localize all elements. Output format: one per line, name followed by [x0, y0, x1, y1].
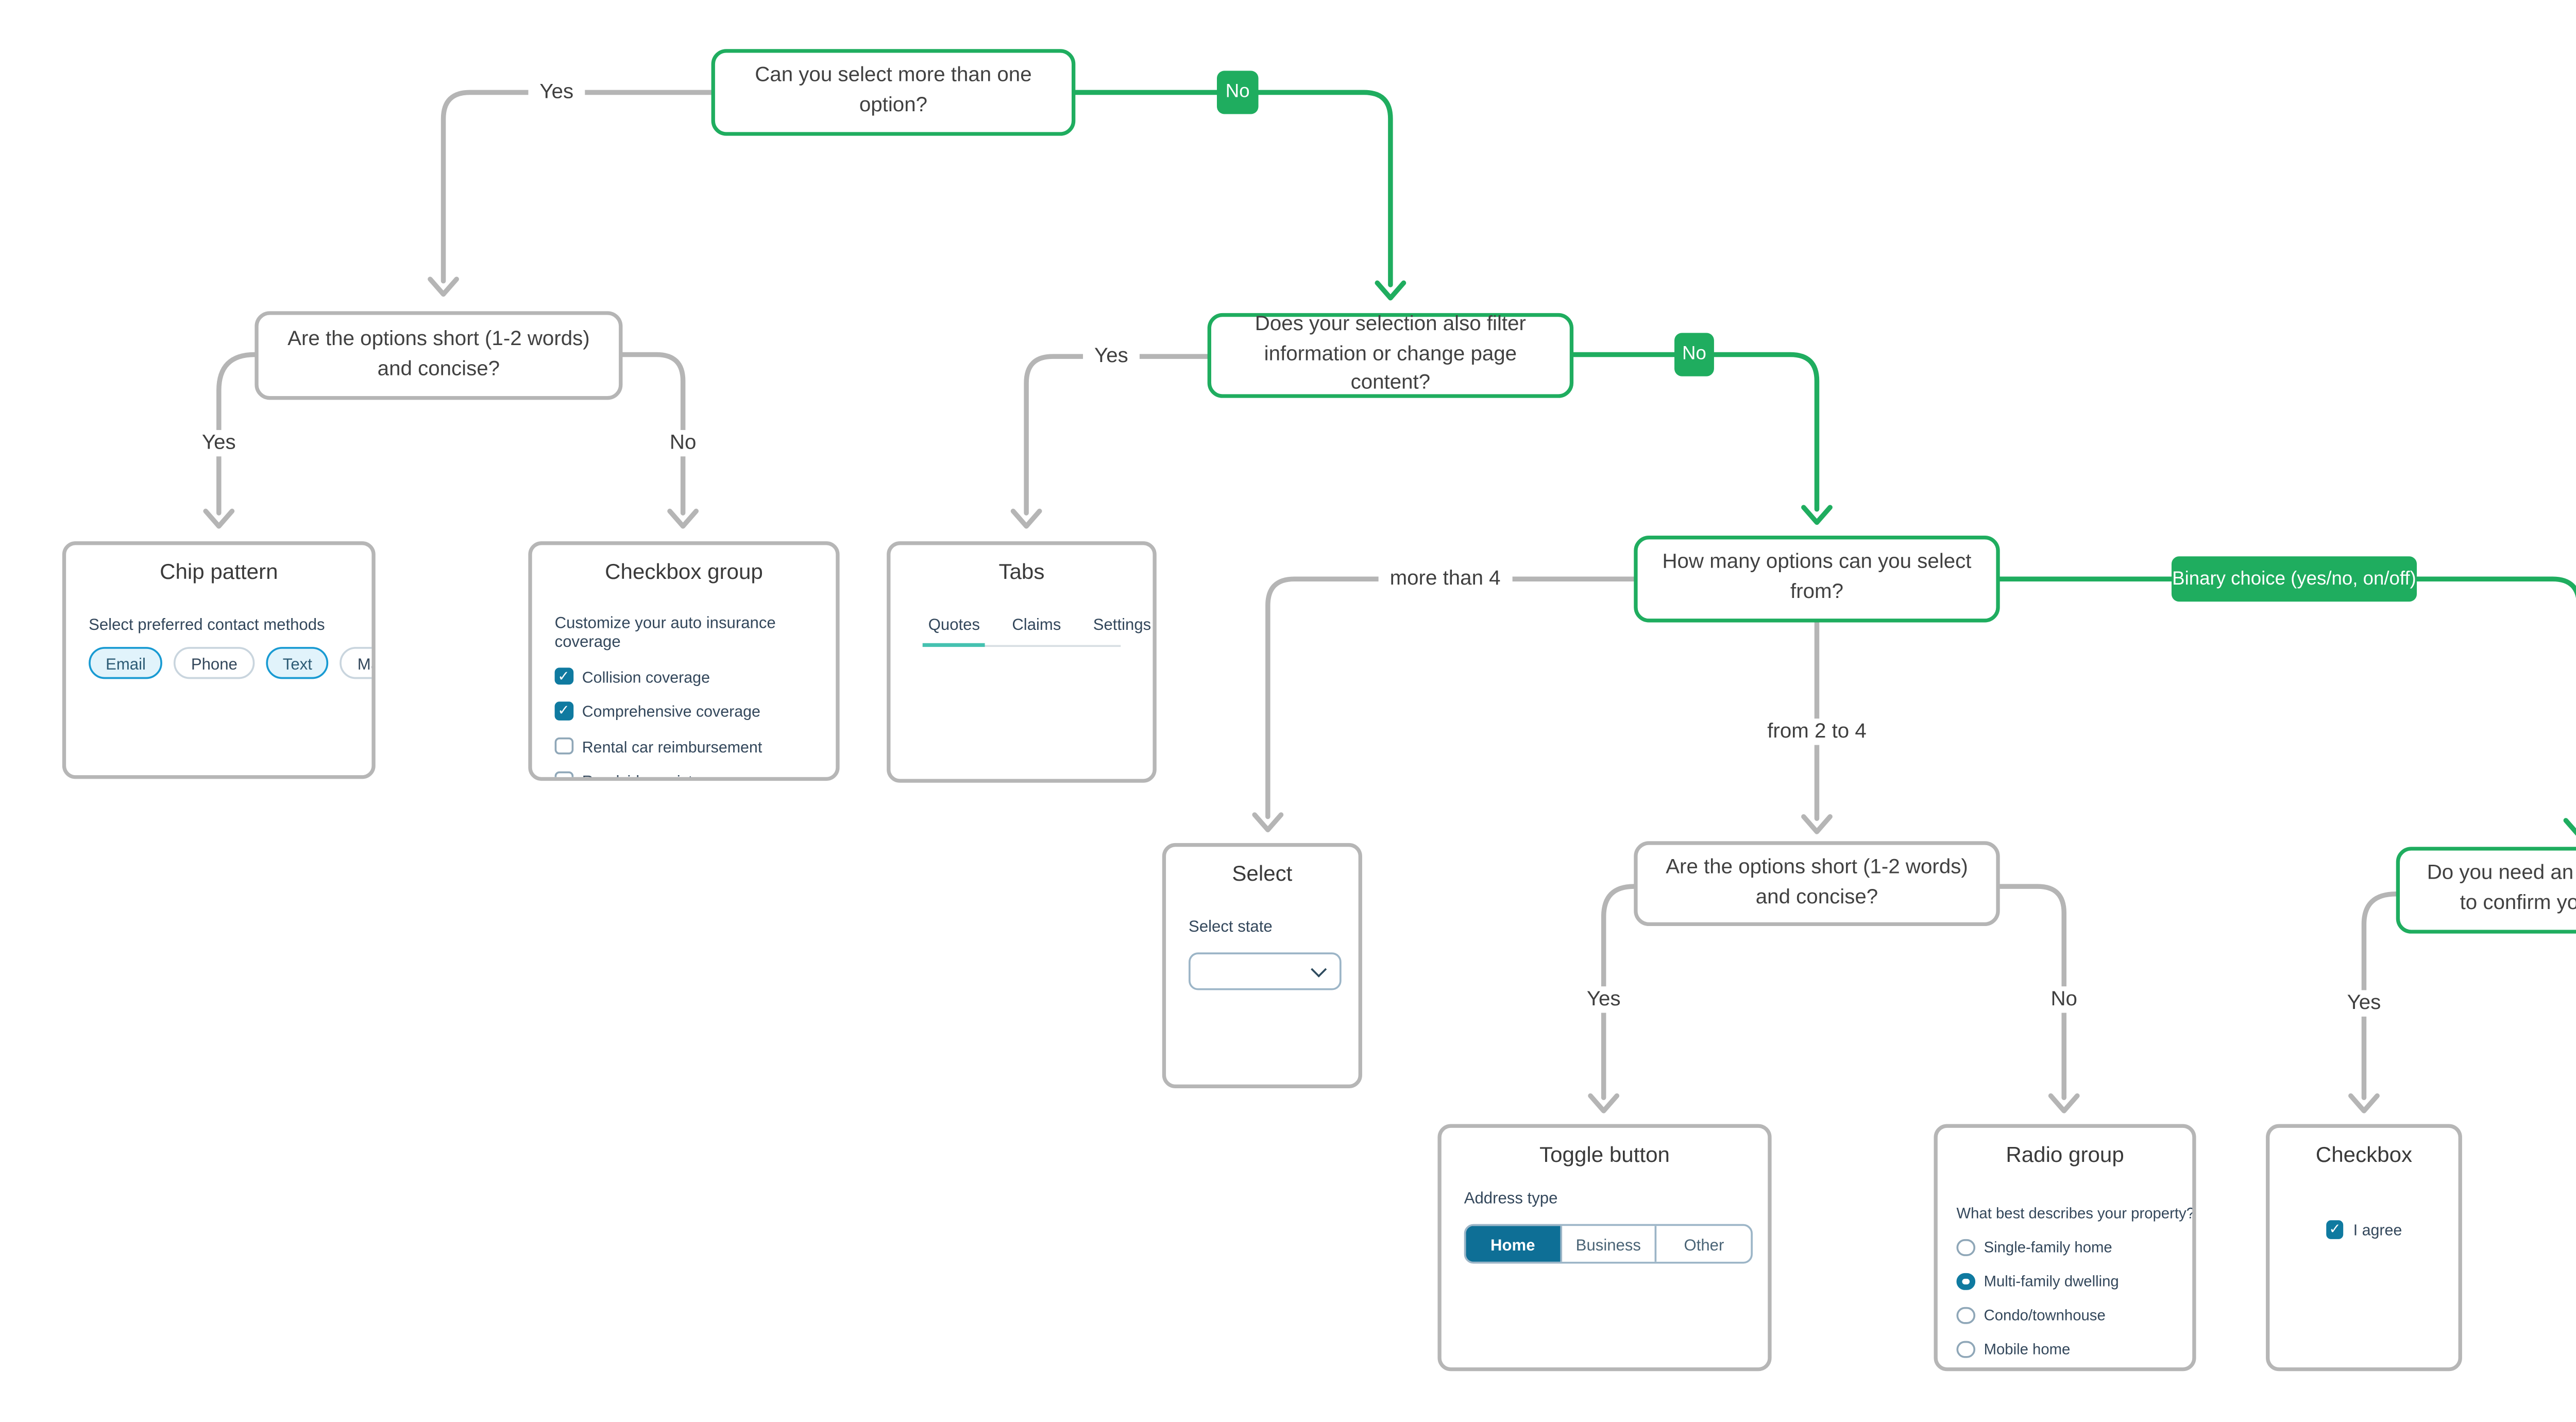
radio-group-label: What best describes your property?	[1956, 1205, 2195, 1222]
tab-settings[interactable]: Settings	[1093, 614, 1151, 634]
edge-a-no-line	[1073, 90, 1393, 287]
checkbox-unchecked-icon[interactable]	[554, 736, 573, 755]
arrowhead-d-mid	[1801, 814, 1833, 834]
tab-bar: Quotes Claims Settings	[922, 614, 1151, 647]
checkbox-unchecked-icon[interactable]	[554, 772, 573, 777]
radio-option[interactable]: Single-family home	[1956, 1238, 2173, 1256]
arrowhead-b-no	[667, 508, 699, 529]
edge-b-yes-line	[216, 352, 258, 516]
radio-option[interactable]: Condo/townhouse	[1956, 1306, 2173, 1324]
decision-options-short-1: Are the options short (1-2 words) and co…	[255, 311, 623, 400]
card-checkbox-group: Checkbox group Customize your auto insur…	[528, 541, 840, 781]
checkbox-option[interactable]: ✓ Comprehensive coverage	[554, 701, 814, 721]
card-title: Chip pattern	[160, 562, 278, 585]
edge-c-yes-line	[1024, 354, 1210, 516]
edge-label-yes: Yes	[1575, 986, 1632, 1013]
select-label: Select state	[1189, 916, 1273, 936]
card-title: Select	[1232, 864, 1293, 887]
arrowhead-e-no	[2048, 1093, 2080, 1113]
agree-checkbox[interactable]: ✓ I agree	[2326, 1220, 2402, 1239]
card-title: Toggle button	[1539, 1144, 1670, 1168]
edge-label-yes: Yes	[1083, 343, 1140, 370]
card-checkbox: Checkbox ✓ I agree	[2266, 1124, 2462, 1372]
arrowhead-c-no	[1801, 505, 1833, 525]
toggle-option-business[interactable]: Business	[1560, 1226, 1655, 1262]
edge-label-more-than-4: more than 4	[1378, 566, 1512, 592]
decision-confirm-action: Do you need an additional action to conf…	[2396, 847, 2576, 934]
edge-label-no: No	[658, 430, 708, 457]
card-toggle-button: Toggle button Address type Home Business…	[1437, 1124, 1772, 1372]
card-select: Select Select state	[1162, 843, 1362, 1088]
chip-group-label: Select preferred contact methods	[89, 614, 325, 634]
tab-claims[interactable]: Claims	[1012, 614, 1061, 634]
edge-e-yes-line	[1601, 884, 1637, 1101]
tab-quotes[interactable]: Quotes	[922, 615, 986, 647]
arrowhead-d-more	[1252, 812, 1284, 833]
radio-option[interactable]: Multi-family dwelling	[1956, 1272, 2173, 1290]
toggle-option-other[interactable]: Other	[1655, 1226, 1751, 1262]
edge-label-yes: Yes	[190, 430, 247, 457]
edge-d-more-line	[1265, 576, 1637, 819]
arrowhead-c-yes	[1010, 508, 1042, 529]
radio-selected-icon[interactable]	[1956, 1272, 1975, 1290]
card-tabs: Tabs Quotes Claims Settings	[887, 541, 1157, 783]
arrowhead-a-no	[1375, 280, 1406, 301]
arrowhead-f-yes	[2348, 1093, 2380, 1113]
edge-label-from-2-to-4: from 2 to 4	[1756, 718, 1878, 745]
radio-unselected-icon[interactable]	[1956, 1340, 1975, 1358]
chip-email[interactable]: Email	[89, 647, 163, 679]
chip-text[interactable]: Text	[265, 647, 329, 679]
arrowhead-d-binary	[2563, 818, 2576, 836]
decision-selection-filters: Does your selection also filter informat…	[1207, 312, 1574, 398]
card-title: Checkbox	[2315, 1144, 2413, 1168]
edge-label-yes: Yes	[528, 79, 585, 106]
badge-no: No	[1674, 333, 1714, 376]
badge-no: No	[1216, 71, 1259, 114]
edge-label-yes: Yes	[2335, 990, 2393, 1017]
chip-phone[interactable]: Phone	[174, 647, 255, 679]
edge-label-no: No	[2039, 986, 2089, 1013]
checkbox-option[interactable]: Roadside assistance	[554, 772, 814, 777]
arrowhead-b-yes	[203, 508, 235, 529]
toggle-group-label: Address type	[1464, 1188, 1558, 1207]
state-select-dropdown[interactable]	[1189, 952, 1342, 990]
toggle-option-home[interactable]: Home	[1466, 1226, 1560, 1262]
segmented-control: Home Business Other	[1464, 1224, 1753, 1264]
edge-c-no-line	[1571, 352, 1820, 512]
chip-row: Email Phone Text Mail	[89, 647, 372, 679]
checkbox-checked-icon[interactable]: ✓	[2326, 1221, 2344, 1239]
radio-unselected-icon[interactable]	[1956, 1238, 1975, 1256]
decision-how-many-options: How many options can you select from?	[1634, 536, 2000, 623]
card-chip-pattern: Chip pattern Select preferred contact me…	[62, 541, 376, 779]
edge-e-no-line	[1997, 884, 2066, 1101]
checkbox-group-label: Customize your auto insurance coverage	[554, 613, 776, 651]
card-title: Checkbox group	[605, 562, 763, 585]
edge-b-no-line	[620, 352, 686, 516]
checkbox-option[interactable]: Rental car reimbursement	[554, 736, 814, 756]
arrowhead-e-yes	[1588, 1093, 1620, 1113]
chevron-down-icon	[1311, 960, 1327, 976]
edge-f-yes-line	[2361, 892, 2399, 1101]
radio-option[interactable]: Mobile home	[1956, 1340, 2173, 1358]
radio-unselected-icon[interactable]	[1956, 1306, 1975, 1324]
checkbox-checked-icon[interactable]: ✓	[554, 702, 573, 720]
checkbox-checked-icon[interactable]: ✓	[554, 667, 573, 686]
checkbox-option[interactable]: ✓ Collision coverage	[554, 667, 814, 686]
edge-a-yes-line	[440, 90, 714, 284]
badge-binary-choice: Binary choice (yes/no, on/off)	[2171, 556, 2417, 602]
decision-options-short-2: Are the options short (1-2 words) and co…	[1634, 841, 2000, 927]
card-title: Radio group	[2006, 1144, 2124, 1168]
card-title: Tabs	[998, 562, 1045, 585]
edge-d-binary-line	[1997, 576, 2576, 599]
chip-mail[interactable]: Mail	[340, 647, 372, 679]
arrowhead-a-yes	[428, 277, 459, 297]
decision-multi-select: Can you select more than one option?	[711, 49, 1076, 136]
card-radio-group: Radio group What best describes your pro…	[1934, 1124, 2196, 1372]
